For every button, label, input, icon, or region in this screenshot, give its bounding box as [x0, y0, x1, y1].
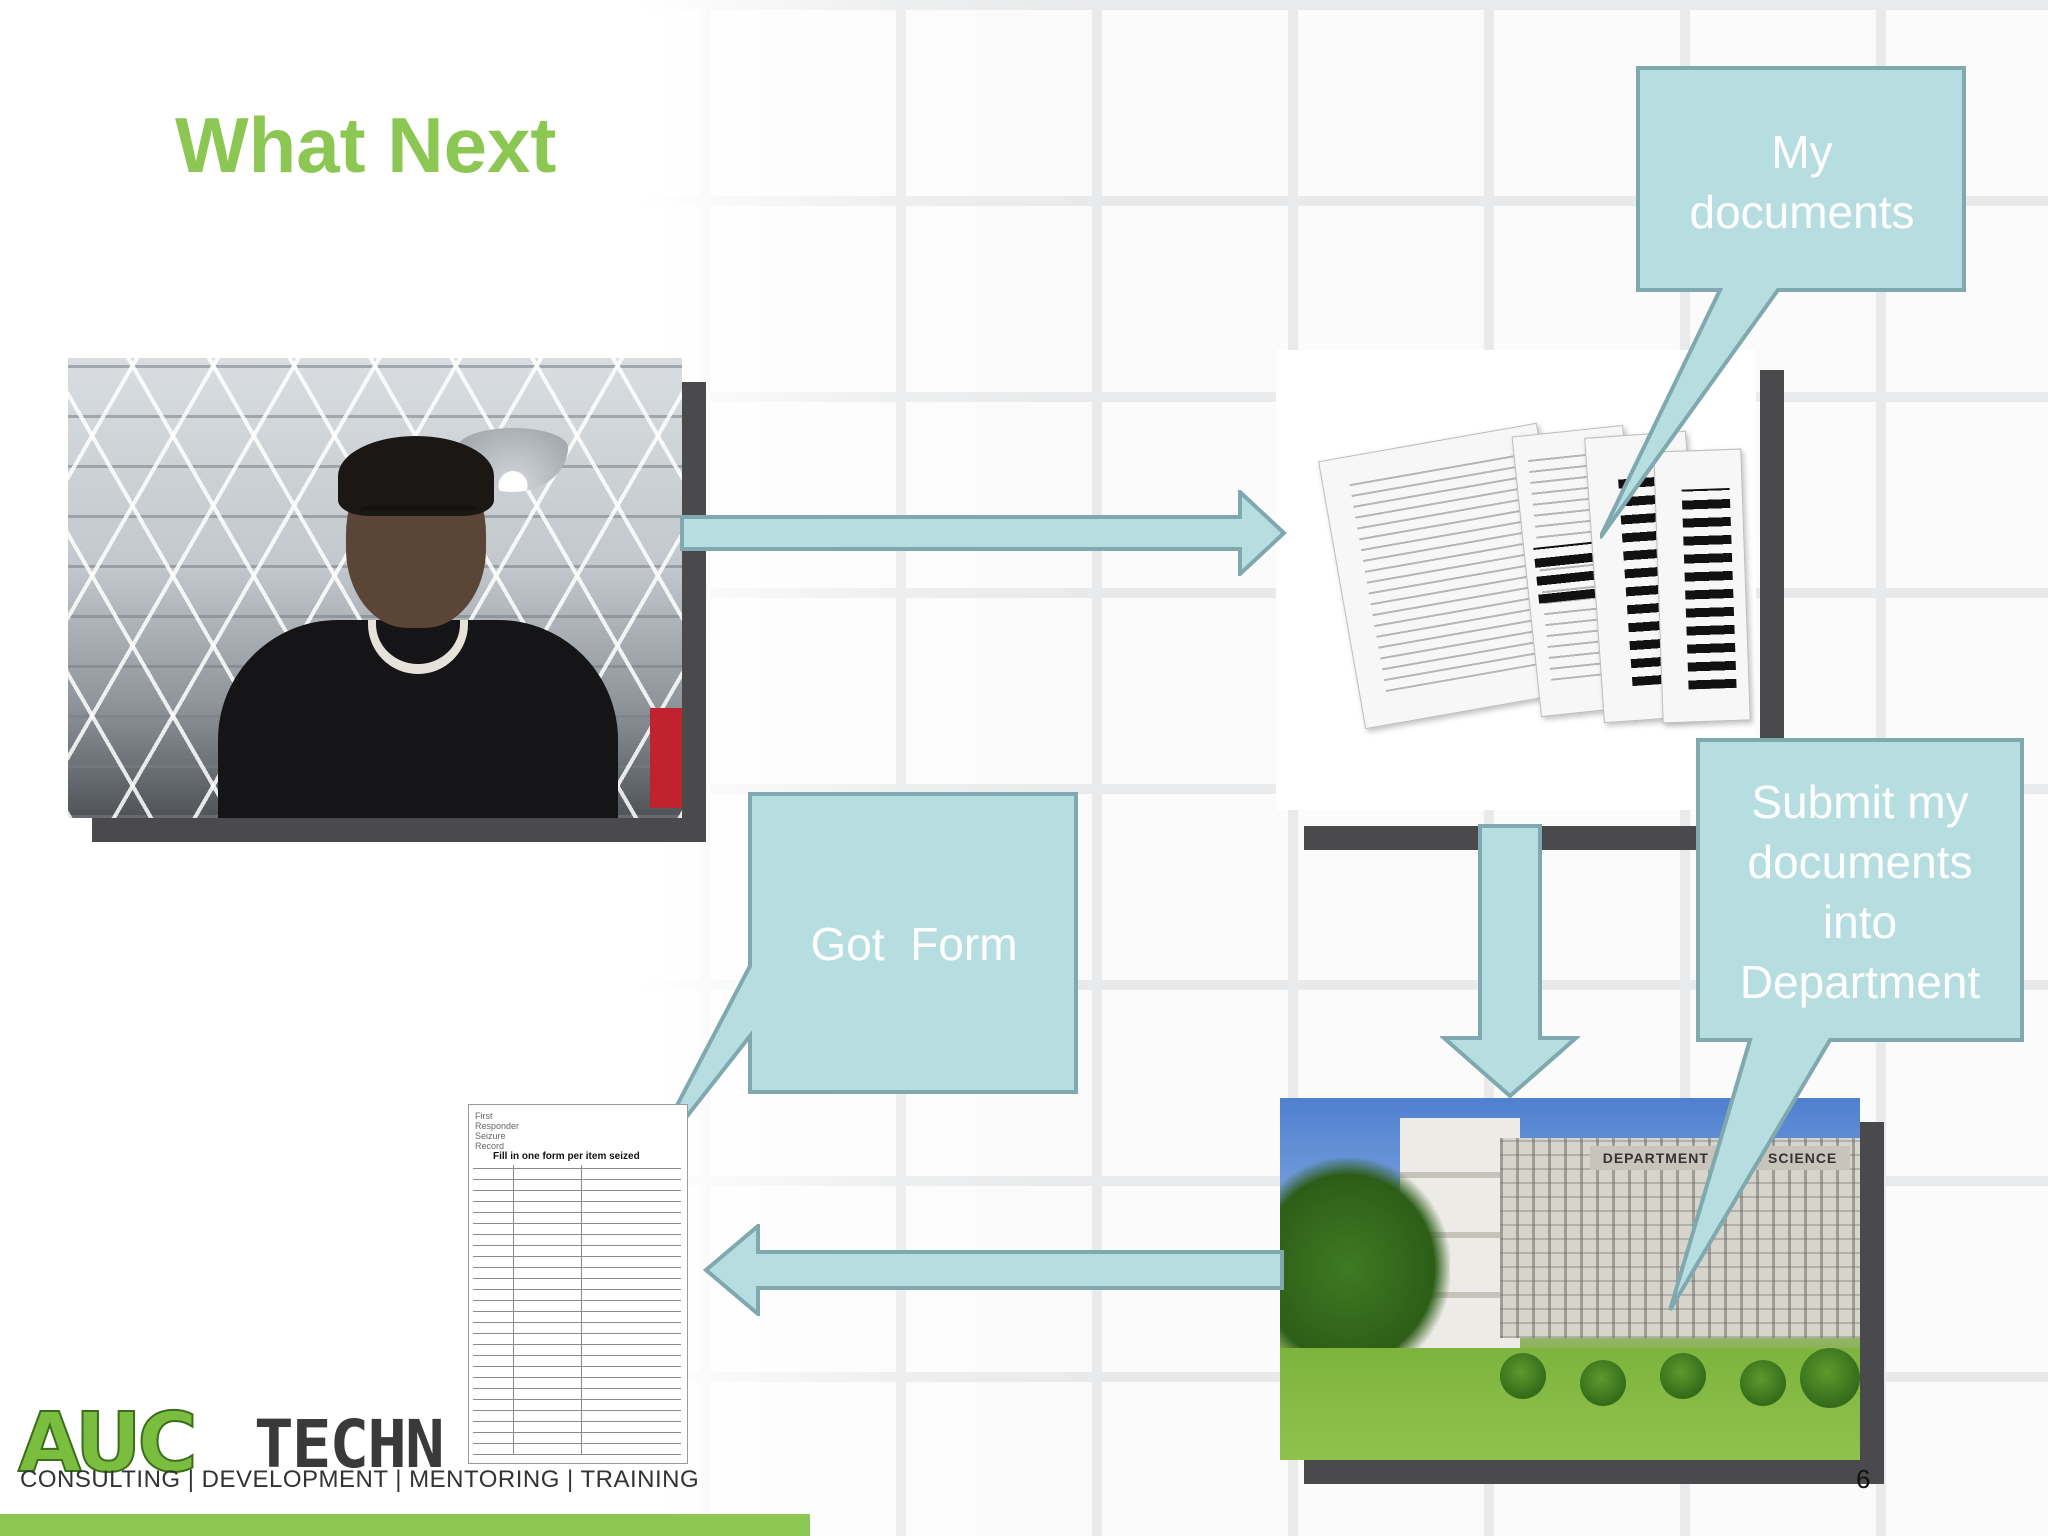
arrow-down: [1440, 824, 1580, 1099]
footer-green-bar: [0, 1514, 810, 1536]
building-facade: [1500, 1138, 1860, 1338]
red-banner: [650, 708, 682, 808]
shrub: [1800, 1348, 1860, 1408]
page-number: 6: [1856, 1464, 1871, 1494]
logo-brand: AUC: [17, 1395, 199, 1492]
callout-my-documents-shape: [1600, 66, 1966, 540]
callout-got-form: Got Form: [810, 918, 1018, 970]
shrub: [1500, 1353, 1546, 1399]
callout-got-form-shape: [640, 792, 1078, 1178]
form-photo-overlay: First Responder Seizure Record Fill in o…: [468, 1104, 688, 1464]
building-photo: DEPARTMENT OF CO SCIENCE: [1280, 1098, 1860, 1460]
arrow-left: [702, 1224, 1284, 1316]
shrub: [1660, 1353, 1706, 1399]
arrow-right: [680, 490, 1287, 576]
logo-tagline: CONSULTING | DEVELOPMENT | MENTORING | T…: [20, 1466, 700, 1493]
slide-title: What Next: [175, 101, 557, 189]
callout-submit-shape: [1668, 738, 2024, 1312]
logo-brand-suffix: TECHN: [254, 1406, 445, 1483]
shrub: [1740, 1360, 1786, 1406]
shrub: [1580, 1360, 1626, 1406]
person-hair: [338, 436, 494, 516]
callout-submit: Submit my documents into Department: [1739, 776, 1981, 1008]
company-logo: AUC TECHN CONSULTING | DEVELOPMENT | MEN…: [14, 1395, 714, 1493]
callout-my-documents: My documents: [1689, 126, 1915, 238]
trees: [1280, 1158, 1450, 1378]
person-photo: [68, 358, 682, 818]
person-glasses: [360, 506, 476, 532]
